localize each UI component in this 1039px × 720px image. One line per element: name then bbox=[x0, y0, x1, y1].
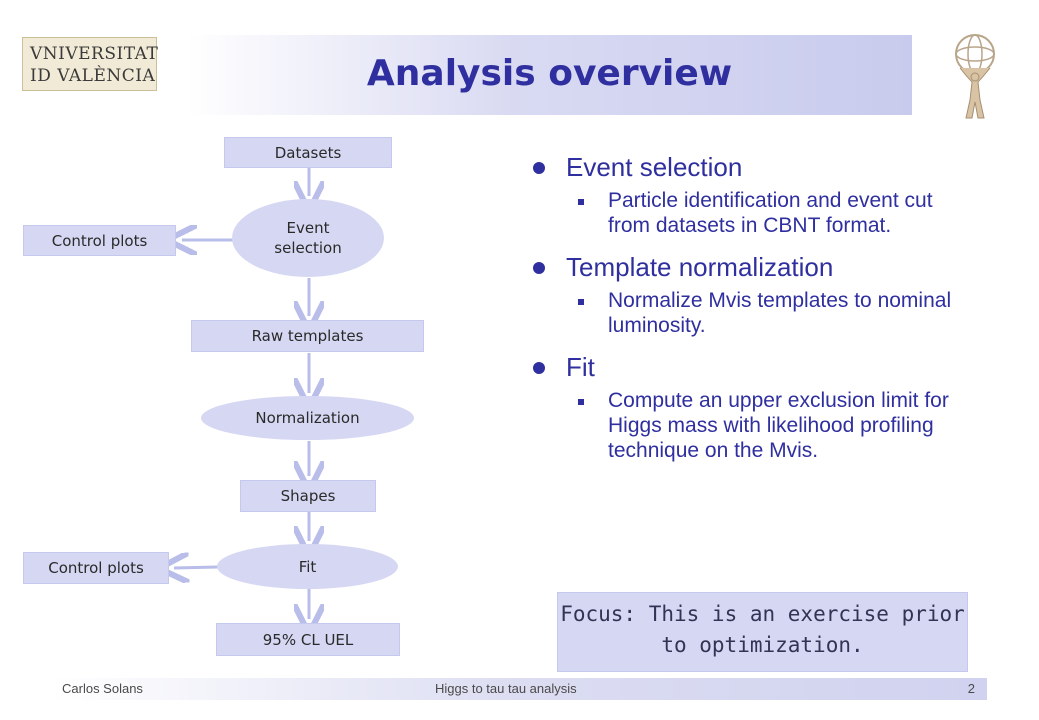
university-logo: VNIVERSITAT ID VALÈNCIA bbox=[22, 37, 159, 91]
footer-talk-title: Higgs to tau tau analysis bbox=[435, 681, 577, 696]
control-plots-box-2: Control plots bbox=[23, 552, 169, 584]
page-title: Analysis overview bbox=[366, 53, 733, 94]
logo-line-2: ID VALÈNCIA bbox=[30, 66, 156, 86]
bullet-template-normalization: Template normalization bbox=[528, 252, 968, 282]
bullet-list: Event selection Particle identification … bbox=[528, 140, 968, 463]
event-selection-node: Event selection bbox=[232, 199, 384, 277]
bullet-fit: Fit bbox=[528, 352, 968, 382]
normalization-node: Normalization bbox=[201, 396, 414, 440]
bullet-dot-icon bbox=[533, 362, 545, 374]
sub-bullet: Compute an upper exclusion limit for Hig… bbox=[528, 388, 958, 463]
focus-box: Focus: This is an exercise prior to opti… bbox=[557, 592, 968, 672]
bullet-event-selection: Event selection bbox=[528, 152, 968, 182]
footer-bar: Carlos Solans Higgs to tau tau analysis … bbox=[50, 678, 987, 700]
bullet-dot-icon bbox=[533, 162, 545, 174]
bullet-heading: Fit bbox=[566, 352, 595, 382]
bullet-heading: Event selection bbox=[566, 152, 743, 182]
sub-bullet: Normalize Mvis templates to nominal lumi… bbox=[528, 288, 958, 338]
sub-bullet-text: Compute an upper exclusion limit for Hig… bbox=[608, 389, 949, 462]
sub-bullet-text: Normalize Mvis templates to nominal lumi… bbox=[608, 289, 952, 337]
atlas-logo-icon bbox=[955, 34, 995, 119]
square-bullet-icon bbox=[578, 299, 584, 305]
fit-node: Fit bbox=[217, 544, 398, 589]
sub-bullet-text: Particle identification and event cut fr… bbox=[608, 189, 933, 237]
footer-page-number: 2 bbox=[967, 681, 975, 696]
datasets-box: Datasets bbox=[224, 137, 392, 168]
square-bullet-icon bbox=[578, 399, 584, 405]
square-bullet-icon bbox=[578, 199, 584, 205]
raw-templates-box: Raw templates bbox=[191, 320, 424, 352]
logo-line-1: VNIVERSITAT bbox=[30, 44, 159, 64]
shapes-box: Shapes bbox=[240, 480, 376, 512]
bullet-dot-icon bbox=[533, 262, 545, 274]
result-box: 95% CL UEL bbox=[216, 623, 400, 656]
footer-author: Carlos Solans bbox=[62, 681, 143, 696]
bullet-heading: Template normalization bbox=[566, 252, 834, 282]
title-bar: Analysis overview bbox=[187, 35, 912, 115]
sub-bullet: Particle identification and event cut fr… bbox=[528, 188, 958, 238]
control-plots-box-1: Control plots bbox=[23, 225, 176, 256]
